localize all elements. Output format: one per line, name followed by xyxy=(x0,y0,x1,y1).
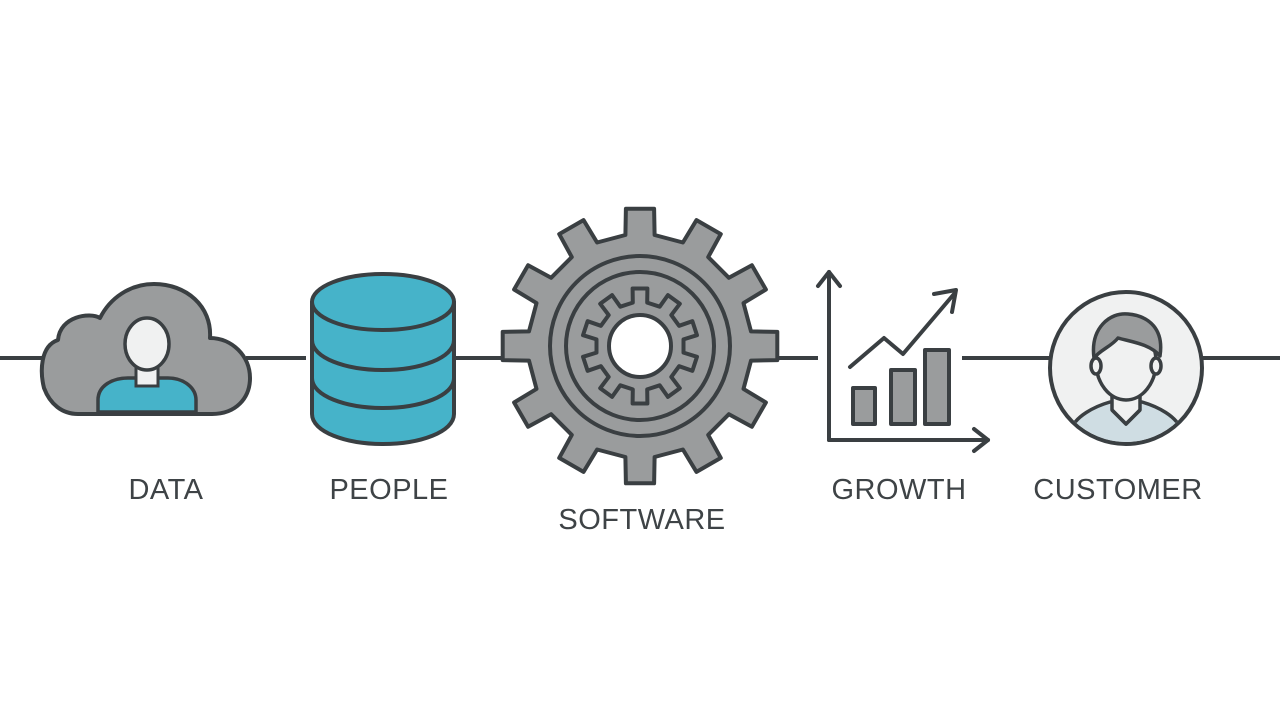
growth-chart-icon xyxy=(816,270,990,453)
database-icon xyxy=(310,272,456,446)
step-label-people: PEOPLE xyxy=(329,474,449,506)
inner-gear-hole xyxy=(607,313,673,379)
step-label-software: SOFTWARE xyxy=(558,504,726,536)
step-label-data: DATA xyxy=(128,474,204,506)
gear-icon xyxy=(500,206,780,486)
customer-avatar-icon xyxy=(1048,290,1204,446)
step-label-growth: GROWTH xyxy=(831,474,967,506)
step-label-customer: CUSTOMER xyxy=(1033,474,1203,506)
cloud-user-icon xyxy=(39,282,252,416)
